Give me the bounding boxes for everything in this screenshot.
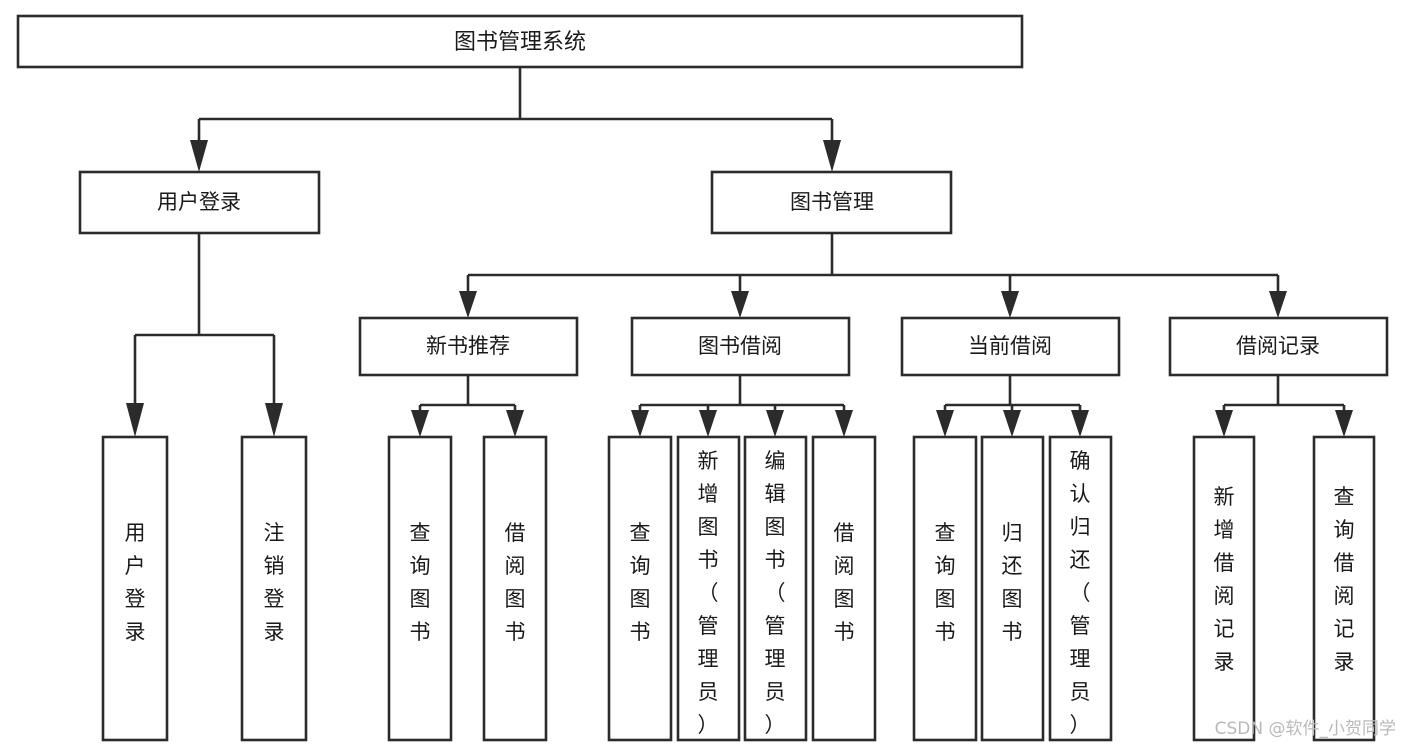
node-book-manage-box[interactable]: [710, 170, 953, 235]
node-borrow-record-label: 借阅记录: [1236, 334, 1320, 358]
leaf-user-login-label: 用户登录: [125, 521, 146, 644]
leaf-br-query-record[interactable]: 查询借阅记录: [1312, 435, 1376, 742]
leaf-bb-query-book-box[interactable]: [607, 435, 673, 742]
node-root-box[interactable]: [16, 14, 1024, 69]
leaf-nb-query-book-box[interactable]: [387, 435, 453, 742]
leaf-bb-borrow-book[interactable]: 借阅图书: [811, 435, 877, 742]
leaf-br-query-record-box[interactable]: [1312, 435, 1376, 742]
leaf-bb-edit-book-box[interactable]: [743, 435, 808, 742]
leaf-br-add-record-label: 新增借阅记录: [1214, 485, 1235, 674]
leaf-user-login[interactable]: 用户登录: [101, 435, 169, 742]
arrow-head-book-borrow: [731, 291, 749, 318]
leaf-logout[interactable]: 注销登录: [240, 435, 308, 742]
node-user-login-label: 用户登录: [157, 190, 241, 214]
node-book-borrow-label: 图书借阅: [698, 334, 782, 358]
node-book-manage[interactable]: 图书管理: [710, 170, 953, 235]
node-borrow-record[interactable]: 借阅记录: [1168, 316, 1389, 377]
leaf-bb-query-book-label: 查询图书: [630, 521, 651, 644]
leaf-bb-query-book[interactable]: 查询图书: [607, 435, 673, 742]
leaf-br-add-record-box[interactable]: [1192, 435, 1256, 742]
leaf-cb-return-book[interactable]: 归还图书: [980, 435, 1045, 742]
node-new-book-recommend-label: 新书推荐: [426, 334, 510, 358]
arrow-head-cb-leaf-3: [1071, 410, 1089, 437]
node-new-book-recommend-box[interactable]: [358, 316, 579, 377]
arrow-head-user-login: [190, 140, 208, 172]
arrow-head-book-manage: [823, 140, 841, 172]
arrow-head-leaf-logout: [265, 403, 283, 437]
leaf-logout-box[interactable]: [240, 435, 308, 742]
csdn-watermark: CSDN @软件_小贺同学: [1215, 719, 1396, 739]
arrow-head-bb-leaf-4: [835, 410, 853, 437]
node-root[interactable]: 图书管理系统: [16, 14, 1024, 69]
arrow-head-nb-leaf-1: [411, 410, 429, 437]
leaf-cb-confirm-return[interactable]: 确认归还（管理员）: [1048, 435, 1113, 742]
leaf-cb-return-book-label: 归还图书: [1002, 521, 1023, 644]
arrow-head-br-leaf-2: [1335, 410, 1353, 437]
arrow-head-new-book: [459, 291, 477, 318]
node-root-label: 图书管理系统: [454, 30, 586, 55]
leaf-bb-add-book-box[interactable]: [676, 435, 741, 742]
leaf-cb-confirm-return-box[interactable]: [1048, 435, 1113, 742]
node-current-borrow-box[interactable]: [900, 316, 1121, 377]
node-current-borrow[interactable]: 当前借阅: [900, 316, 1121, 377]
node-user-login[interactable]: 用户登录: [78, 170, 321, 235]
leaf-cb-query-book-box[interactable]: [912, 435, 978, 742]
leaf-bb-edit-book-label: 编辑图书（管理员）: [765, 449, 786, 737]
node-book-borrow[interactable]: 图书借阅: [630, 316, 851, 377]
leaf-nb-query-book[interactable]: 查询图书: [387, 435, 453, 742]
leaf-nb-query-book-label: 查询图书: [410, 521, 431, 644]
leaf-bb-borrow-book-box[interactable]: [811, 435, 877, 742]
arrow-head-bb-leaf-1: [631, 410, 649, 437]
leaf-logout-label: 注销登录: [264, 521, 285, 644]
leaf-cb-query-book-label: 查询图书: [935, 521, 956, 644]
connector-layer: [126, 67, 1353, 437]
leaf-user-login-box[interactable]: [101, 435, 169, 742]
arrow-head-bb-leaf-3: [766, 410, 784, 437]
arrow-head-bb-leaf-2: [699, 410, 717, 437]
leaf-cb-query-book[interactable]: 查询图书: [912, 435, 978, 742]
node-borrow-record-box[interactable]: [1168, 316, 1389, 377]
node-current-borrow-label: 当前借阅: [968, 334, 1052, 358]
node-new-book-recommend[interactable]: 新书推荐: [358, 316, 579, 377]
node-book-manage-label: 图书管理: [790, 190, 874, 214]
leaf-nb-borrow-book[interactable]: 借阅图书: [482, 435, 548, 742]
node-book-borrow-box[interactable]: [630, 316, 851, 377]
node-user-login-box[interactable]: [78, 170, 321, 235]
arrow-head-leaf-user-login: [126, 403, 144, 437]
leaf-br-query-record-label: 查询借阅记录: [1334, 485, 1355, 674]
arrow-head-current-borrow: [1001, 291, 1019, 318]
leaf-nb-borrow-book-label: 借阅图书: [505, 521, 526, 644]
arrow-head-borrow-record: [1269, 291, 1287, 318]
arrow-head-cb-leaf-2: [1003, 410, 1021, 437]
leaf-bb-edit-book[interactable]: 编辑图书（管理员）: [743, 435, 808, 742]
leaf-br-add-record[interactable]: 新增借阅记录: [1192, 435, 1256, 742]
arrow-head-cb-leaf-1: [936, 410, 954, 437]
leaf-cb-return-book-box[interactable]: [980, 435, 1045, 742]
leaf-bb-add-book-label: 新增图书（管理员）: [698, 449, 719, 737]
leaf-bb-borrow-book-label: 借阅图书: [834, 521, 855, 644]
arrow-head-nb-leaf-2: [506, 410, 524, 437]
leaf-nb-borrow-book-box[interactable]: [482, 435, 548, 742]
leaf-bb-add-book[interactable]: 新增图书（管理员）: [676, 435, 741, 742]
leaf-cb-confirm-return-label: 确认归还（管理员）: [1070, 449, 1091, 737]
arrow-head-br-leaf-1: [1215, 410, 1233, 437]
